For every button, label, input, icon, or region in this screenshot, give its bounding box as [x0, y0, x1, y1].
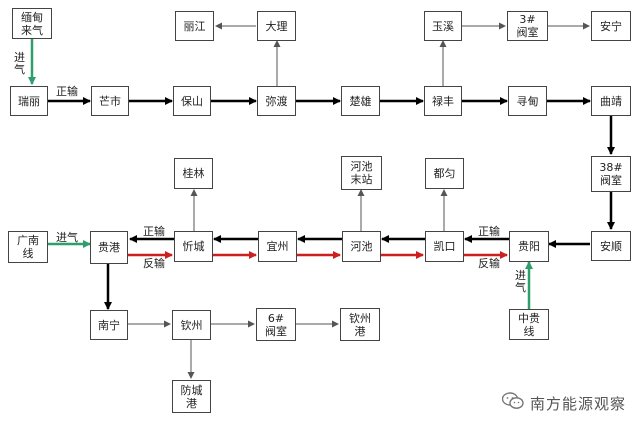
label-forward-left: 正输 — [143, 225, 165, 238]
node-yizhou: 宜州 — [258, 231, 297, 262]
node-valve3: 3# 阀室 — [507, 11, 548, 41]
node-miandian: 缅甸 来气 — [12, 8, 52, 39]
node-lufeng: 禄丰 — [424, 86, 462, 116]
label-intake-guangnan: 进气 — [56, 231, 78, 244]
node-xundian: 寻甸 — [508, 86, 547, 116]
node-baoshan: 保山 — [173, 86, 211, 116]
node-guilin: 桂林 — [174, 158, 213, 189]
node-hechimozhan: 河池 末站 — [341, 156, 382, 190]
node-valve6: 6# 阀室 — [256, 308, 296, 341]
label-reverse-right: 反输 — [478, 257, 500, 270]
node-valve38: 38# 阀室 — [591, 156, 631, 192]
node-mangshi: 芒市 — [91, 86, 129, 116]
node-qinzhou: 钦州 — [172, 310, 211, 340]
node-anning: 安宁 — [591, 11, 631, 41]
node-zhongguixian: 中贵 线 — [509, 309, 549, 340]
node-duyun: 都匀 — [425, 158, 464, 189]
label-forward-top: 正输 — [56, 85, 78, 98]
node-anshun: 安顺 — [591, 231, 631, 261]
node-hechi: 河池 — [342, 231, 381, 262]
wechat-icon — [501, 392, 524, 414]
node-guangnanxian: 广南 线 — [8, 231, 48, 263]
node-dali: 大理 — [257, 11, 296, 41]
watermark-text: 南方能源观察 — [529, 394, 626, 413]
node-chuxiong: 楚雄 — [341, 86, 380, 116]
node-kaikou: 凯口 — [425, 231, 464, 262]
watermark: 南方能源观察 — [501, 392, 626, 414]
node-ruili: 瑞丽 — [10, 86, 48, 116]
label-reverse-left: 反输 — [143, 257, 165, 270]
node-lijiang: 丽江 — [175, 11, 214, 41]
node-fangchenggang: 防城 港 — [172, 380, 211, 413]
label-intake-top: 进气 — [14, 51, 25, 76]
label-intake-zhonggui: 进 气 — [515, 269, 526, 294]
node-qujing: 曲靖 — [591, 86, 631, 116]
node-yuxi: 玉溪 — [424, 11, 462, 41]
node-midu: 弥渡 — [257, 86, 296, 116]
node-guigang: 贵港 — [90, 231, 128, 264]
label-forward-right: 正输 — [478, 225, 500, 238]
node-nanning: 南宁 — [90, 310, 128, 340]
node-xincheng: 忻城 — [174, 231, 213, 262]
node-guiyang: 贵阳 — [509, 231, 549, 262]
node-qinzhougang: 钦州 港 — [340, 308, 380, 341]
